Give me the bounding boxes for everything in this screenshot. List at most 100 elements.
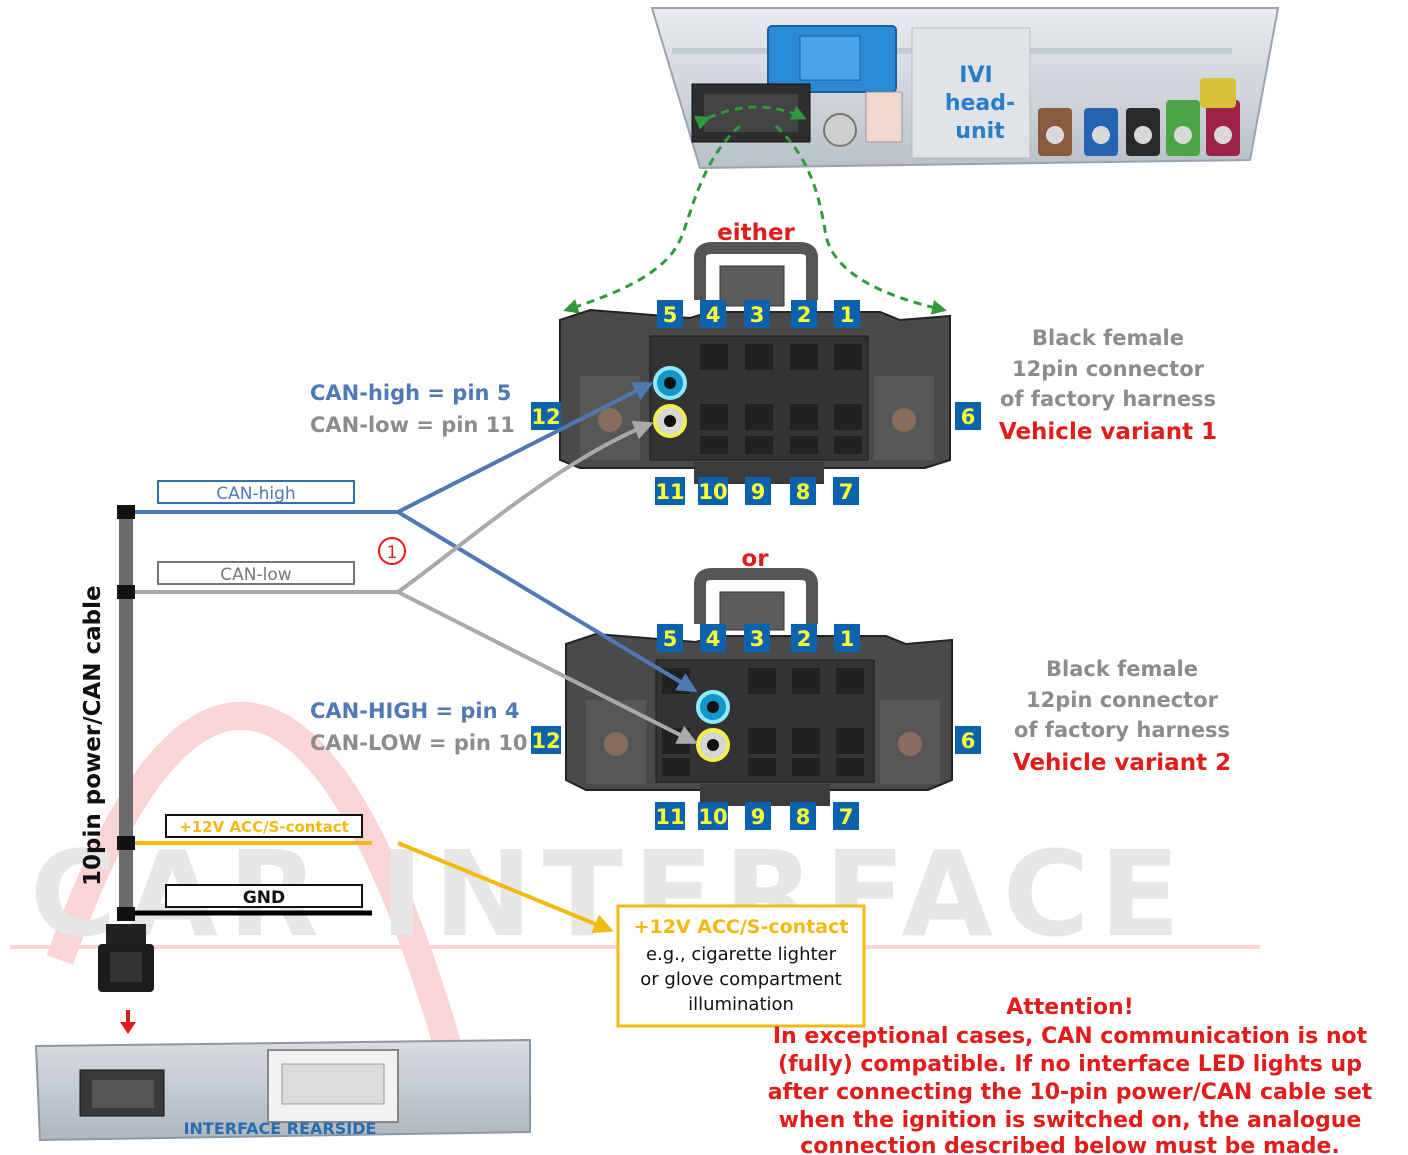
or-label: or (741, 546, 769, 572)
attention-line-2: (fully) compatible. If no interface LED … (778, 1052, 1362, 1077)
acc-info-title: +12V ACC/S-contact (634, 916, 849, 938)
wire-node-1 (117, 505, 135, 519)
variant-2-desc-line-3: of factory harness (1014, 718, 1230, 742)
variant-2-desc-line-2: 12pin connector (1026, 688, 1219, 712)
v2-pin-6: 6 (961, 729, 976, 753)
v1-pin-10: 10 (698, 480, 727, 504)
label-gnd: GND (243, 888, 285, 908)
v2-pin-7: 7 (839, 805, 854, 829)
arrow-can-low-to-v2 (397, 590, 698, 744)
wire-node-3 (117, 836, 135, 850)
v2-pin-8-box (790, 802, 816, 830)
variant-1-description: Black female 12pin connector of factory … (1000, 326, 1216, 411)
v2-pin-2-box (791, 624, 817, 652)
v1-pin-4: 4 (706, 303, 721, 327)
v2-pin-11: 11 (655, 805, 684, 829)
v1-pin-12-box (531, 402, 561, 430)
label-box-acc (165, 814, 363, 838)
v2-pin-8: 8 (796, 805, 811, 829)
interface-label: INTERFACE REARSIDE (184, 1119, 377, 1138)
v1-pin-6: 6 (961, 405, 976, 429)
cable-plug (98, 924, 154, 992)
variant-1-desc-line-1: Black female (1032, 326, 1184, 350)
v1-pin-8: 8 (796, 480, 811, 504)
wire-node-4 (117, 907, 135, 921)
variant-2-description: Black female 12pin connector of factory … (1014, 657, 1230, 742)
head-unit-label-3: unit (955, 119, 1005, 144)
attention-title: Attention! (1006, 995, 1134, 1020)
v1-pin-1-box (834, 300, 860, 328)
marker-1-text: 1 (387, 543, 398, 563)
v1-pin-4-box (700, 300, 726, 328)
variant-2-title: Vehicle variant 2 (1013, 750, 1231, 776)
attention-line-5: connection described below must be made. (800, 1134, 1340, 1155)
v2-pin-11-box (655, 802, 685, 830)
v1-pin-11: 11 (655, 480, 684, 504)
v2-pin-1: 1 (840, 627, 855, 651)
attention-note: Attention! In exceptional cases, CAN com… (768, 995, 1373, 1155)
v2-pin-10: 10 (698, 805, 727, 829)
marker-1-circle (378, 537, 406, 565)
arrow-can-high-to-v2 (396, 510, 698, 693)
variant-2-can-low-text: CAN-LOW = pin 10 (310, 731, 528, 755)
v1-pin-11-box (655, 477, 685, 505)
wire-node-2 (117, 585, 135, 599)
red-down-arrow-head (120, 1022, 136, 1034)
v2-pin-2: 2 (797, 627, 812, 651)
label-box-can-low (157, 561, 355, 585)
arrow-can-high-to-v1 (397, 382, 654, 514)
acc-info-line-2: or glove compartment (640, 969, 841, 990)
arrow-can-low-to-v1 (396, 420, 654, 594)
label-acc: +12V ACC/S-contact (179, 818, 349, 836)
head-unit-label-1: IVI (959, 63, 992, 88)
head-unit-label-2: head- (945, 91, 1015, 116)
v1-pin-5-box (657, 300, 683, 328)
v2-pin-6-box (955, 726, 981, 754)
label-box-gnd (165, 884, 363, 908)
v1-pin-1: 1 (840, 303, 855, 327)
variant-1-can-high-text: CAN-high = pin 5 (310, 381, 511, 405)
cable-title: 10pin power/CAN cable (80, 585, 106, 886)
variant-1-title: Vehicle variant 1 (999, 419, 1217, 445)
v1-pin-3-box (744, 300, 770, 328)
acc-info-line-1: e.g., cigarette lighter (646, 944, 837, 965)
variant-2-desc-line-1: Black female (1046, 657, 1198, 681)
acc-info-box (616, 904, 866, 1028)
either-label: either (717, 220, 795, 246)
variant-2-can-high-text: CAN-HIGH = pin 4 (310, 699, 519, 723)
v2-pin-9-box (745, 802, 771, 830)
attention-line-1: In exceptional cases, CAN communication … (773, 1024, 1368, 1049)
v2-pin-3: 3 (750, 627, 765, 651)
v1-pin-5: 5 (663, 303, 678, 327)
variant-1-desc-line-3: of factory harness (1000, 387, 1216, 411)
head-unit-double-arrow (693, 105, 807, 130)
head-unit-image: IVI head- unit (650, 7, 1280, 170)
v1-pin-2: 2 (797, 303, 812, 327)
v2-pin-12: 12 (531, 729, 560, 753)
v1-pin-10-box (698, 477, 728, 505)
v2-pin-5: 5 (663, 627, 678, 651)
arrow-acc-to-box (397, 841, 614, 934)
v2-pin-3-box (744, 624, 770, 652)
v1-pin-2-box (791, 300, 817, 328)
dashed-arrow-right (774, 124, 947, 315)
v2-pin-4-box (700, 624, 726, 652)
label-can-high: CAN-high (216, 484, 295, 504)
v1-pin-6-box (955, 402, 981, 430)
v2-pin-10-box (698, 802, 728, 830)
v1-pin-9: 9 (751, 480, 766, 504)
v2-pin-1-box (834, 624, 860, 652)
dashed-arrow-left (563, 124, 741, 314)
v2-pin-4: 4 (706, 627, 721, 651)
v1-pin-7: 7 (839, 480, 854, 504)
variant-1-can-low-text: CAN-low = pin 11 (310, 413, 515, 437)
v1-pin-7-box (833, 477, 859, 505)
connector-variant-2 (565, 568, 953, 806)
variant-1-desc-line-2: 12pin connector (1012, 357, 1205, 381)
v1-pin-9-box (745, 477, 771, 505)
v2-pin-5-box (657, 624, 683, 652)
v2-pin-9: 9 (751, 805, 766, 829)
v1-pin-12: 12 (531, 405, 560, 429)
